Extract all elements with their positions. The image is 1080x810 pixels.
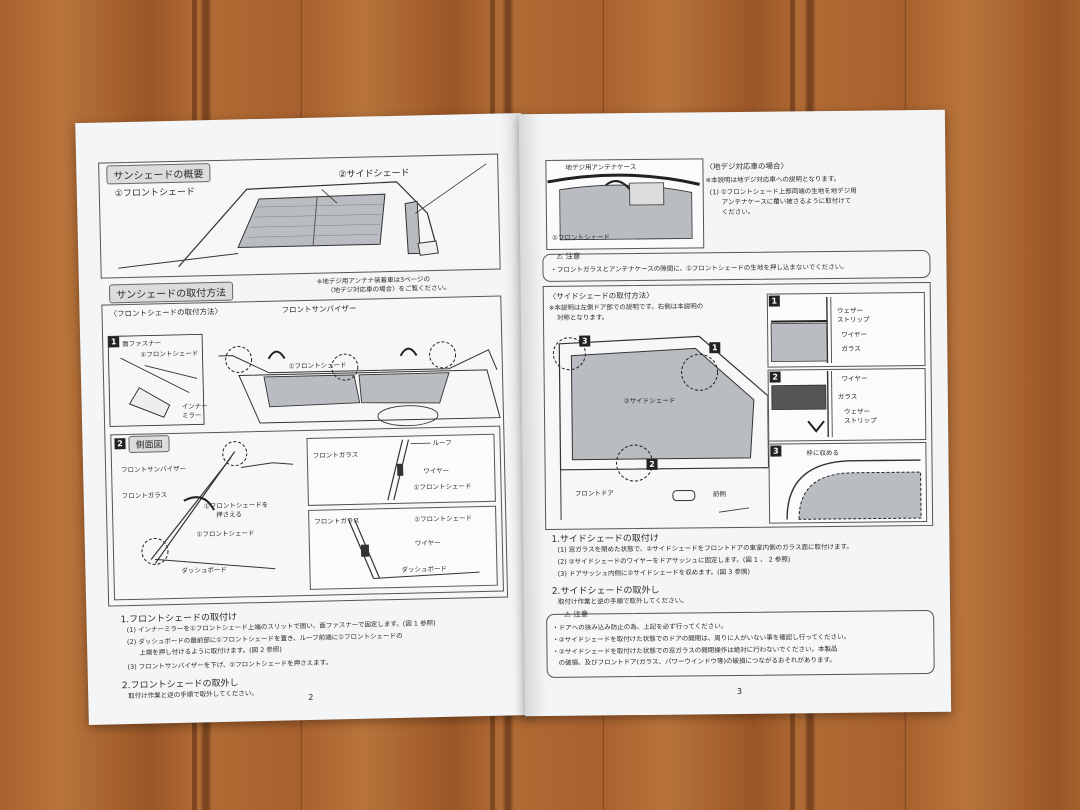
marker-2: 2	[646, 458, 658, 470]
caution-box-door	[546, 609, 935, 678]
label-glass-2: ガラス	[837, 392, 858, 401]
side-note-line-2: 対称となります。	[556, 313, 609, 322]
digital-line-1: ※本説明は地デジ対応車への説明となります。	[705, 174, 841, 185]
label-side-shade: ②サイドシェード	[623, 396, 676, 406]
step1-title: 1.フロントシェードの取付け	[120, 612, 238, 626]
side-window-illustration	[552, 335, 770, 520]
step2-line: 取付け作業と逆の手順で取外してください。	[128, 689, 258, 701]
side-step1-line-1: (1) 窓ガラスを閉めた状態で、②サイドシェードをフロントドアの車室内側のガラス…	[557, 542, 853, 554]
marker-1: 1	[709, 342, 721, 354]
antenna-note-line-2: 〈地デジ対応車の場合〉をご覧ください。	[326, 283, 451, 295]
caution-title-1: 注意	[565, 251, 581, 261]
warning-triangle-icon: ⚠	[556, 251, 564, 261]
step1-line-2: (2) ダッシュボードの最前部に①フロントシェードを置き、ルーフ前端に①フロント…	[126, 631, 403, 647]
dashboard-detail-drawing	[347, 518, 480, 579]
page-number-2: 2	[308, 692, 314, 702]
roof-detail-drawing	[387, 439, 431, 501]
side-step1-line-3: (3) ドアサッシュ内側に②サイドシェードを収めます。(図 3 参照)	[557, 567, 751, 578]
label-wire-2: ワイヤー	[841, 374, 868, 383]
caution-title-2: 注意	[573, 609, 589, 619]
front-shade-install-illustration	[107, 333, 501, 427]
digital-section-title: 〈地デジ対応車の場合〉	[705, 161, 788, 172]
digital-line-3: アンテナケースに覆い被さるように取付けて	[721, 196, 852, 207]
sash-fit-drawing	[786, 459, 922, 520]
side-section-title: 〈サイドシェードの取付方法〉	[548, 290, 654, 301]
step1-line-4: (3) フロントサンバイザーを下げ、①フロントシェードを押さえます。	[127, 658, 333, 672]
label-weatherstrip-1a: ウェザー	[836, 306, 863, 315]
car-overview-illustration	[118, 163, 487, 269]
wire-sash-drawing	[771, 370, 833, 438]
label-weatherstrip-2a: ウェザー	[843, 407, 871, 416]
digital-line-2: (1) ①フロントシェード上部両端の生地を地デジ用	[709, 186, 857, 197]
marker-3: 3	[579, 335, 591, 347]
section-title-install: サンシェードの取付方法	[108, 281, 234, 304]
side-view-illustration	[141, 441, 294, 570]
side-step2-title: 2.サイドシェードの取外し	[551, 585, 660, 597]
page-number-3: 3	[736, 686, 743, 696]
label-weatherstrip-2b: ストリップ	[844, 416, 877, 425]
side-note-line-1: ※本説明は左側ドア部での説明です。右側は本説明の	[548, 302, 704, 312]
label-weatherstrip-1b: ストリップ	[836, 315, 870, 324]
leaflet-page-right: 地デジ用アンテナケース ①フロントシェード 〈地デジ対応車の場合〉 ※本説明は地…	[518, 109, 952, 717]
warning-triangle-icon: ⚠	[564, 609, 571, 619]
step1-line-3: 上端を押し付けるように取付けます。(図 2 参照)	[139, 645, 283, 657]
label-fit-frame: 枠に収める	[806, 448, 839, 458]
label-glass-1: ガラス	[841, 344, 861, 353]
digital-line-4: ください。	[721, 207, 755, 217]
weatherstrip-wire-drawing	[770, 296, 832, 364]
label-antenna-front-shade: ①フロントシェード	[552, 233, 611, 242]
caution-heading-2: ⚠ 注意	[564, 610, 588, 620]
side-step1-title: 1.サイドシェードの取付け	[551, 533, 659, 545]
caution-heading-1: ⚠ 注意	[556, 252, 580, 262]
label-antenna-case: 地デジ用アンテナケース	[565, 163, 637, 172]
step2-title: 2.フロントシェードの取外し	[121, 678, 239, 692]
label-front-door: フロントドア	[574, 489, 614, 498]
side-step1-line-2: (2) ②サイドシェードのワイヤーをドアサッシュに固定します。(図 1 、 2 …	[557, 555, 791, 566]
side-step2-line: 取付け作業と逆の手順で取外してください。	[557, 596, 688, 606]
antenna-case-drawing	[547, 173, 700, 241]
leaflet-page-left: サンシェードの概要 ①フロントシェード ②サイドシェード サンシェードの取付方法…	[75, 113, 535, 725]
label-front-side: 前側	[712, 490, 726, 499]
label-wire-1: ワイヤー	[841, 330, 868, 339]
